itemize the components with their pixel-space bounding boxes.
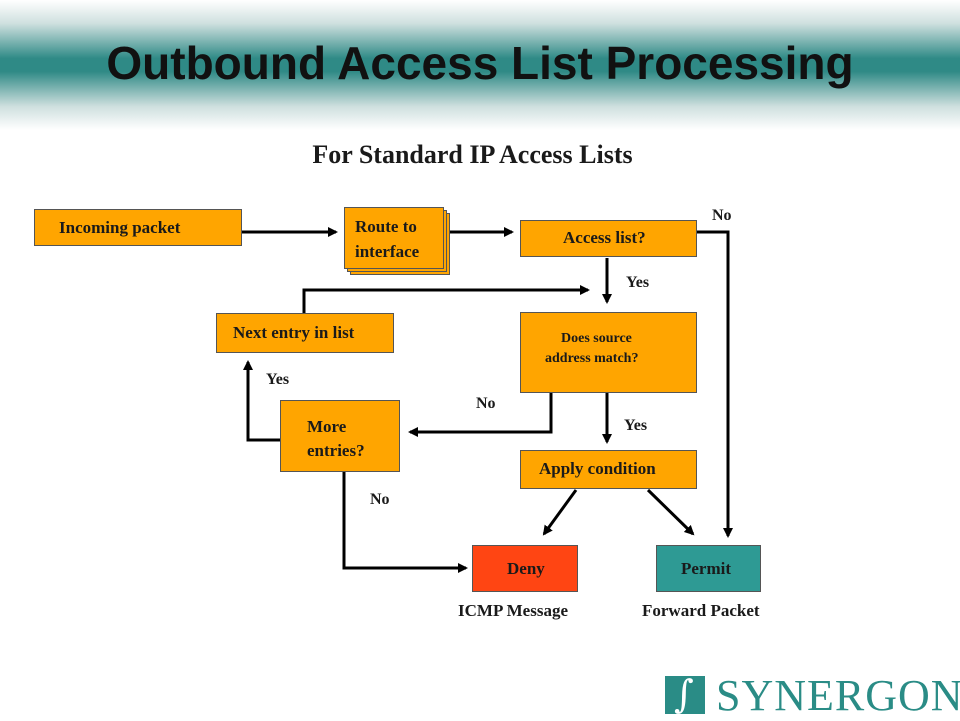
node-access-list: Access list? (520, 220, 697, 257)
node-apply-label: Apply condition (539, 459, 656, 478)
node-route-to-interface: Route to interface (344, 207, 444, 269)
node-source-label-line1: Does source (561, 331, 632, 346)
node-access-list-label: Access list? (563, 228, 646, 247)
node-source-match: Does source address match? (520, 312, 697, 393)
node-route-label-line2: interface (355, 242, 420, 261)
node-deny: Deny (472, 545, 578, 592)
slide-title: Outbound Access List Processing (106, 37, 854, 89)
node-deny-label: Deny (507, 559, 545, 578)
node-route-label-line1: Route to (355, 217, 417, 236)
label-access-no: No (712, 207, 732, 224)
node-more-label-line2: entries? (307, 441, 365, 460)
synergon-logo-mark: ∫ (665, 672, 705, 716)
synergon-logo-text: SYNERGON (716, 671, 960, 720)
node-permit-label: Permit (681, 559, 732, 578)
arrow-source-no-to-more (408, 393, 553, 437)
arrow-next-to-source (302, 285, 590, 313)
arrow-more-no-to-deny (342, 472, 468, 573)
label-source-yes: Yes (624, 417, 648, 434)
outcome-deny-caption: ICMP Message (458, 601, 569, 620)
label-source-no: No (476, 395, 496, 412)
arrow-more-yes-to-next (243, 360, 280, 442)
node-more-entries: More entries? (280, 400, 400, 472)
node-next-entry-label: Next entry in list (233, 323, 355, 342)
node-permit: Permit (656, 545, 761, 592)
slide-subtitle: For Standard IP Access Lists (312, 140, 633, 169)
label-more-yes: Yes (266, 371, 290, 388)
node-incoming-packet: Incoming packet (34, 209, 242, 246)
node-incoming-packet-label: Incoming packet (59, 218, 181, 237)
node-apply-condition: Apply condition (520, 450, 697, 489)
title-banner (0, 0, 960, 130)
label-more-no: No (370, 491, 390, 508)
label-access-yes: Yes (626, 274, 650, 291)
node-more-label-line1: More (307, 417, 347, 436)
arrow-access-no-to-permit (697, 230, 733, 538)
arrow-apply-to-deny (542, 489, 578, 536)
node-source-label-line2: address match? (545, 351, 639, 366)
arrow-apply-to-permit (646, 488, 695, 536)
synergon-logo-glyph: ∫ (674, 672, 694, 716)
node-next-entry: Next entry in list (216, 313, 394, 353)
outcome-permit-caption: Forward Packet (642, 601, 760, 620)
